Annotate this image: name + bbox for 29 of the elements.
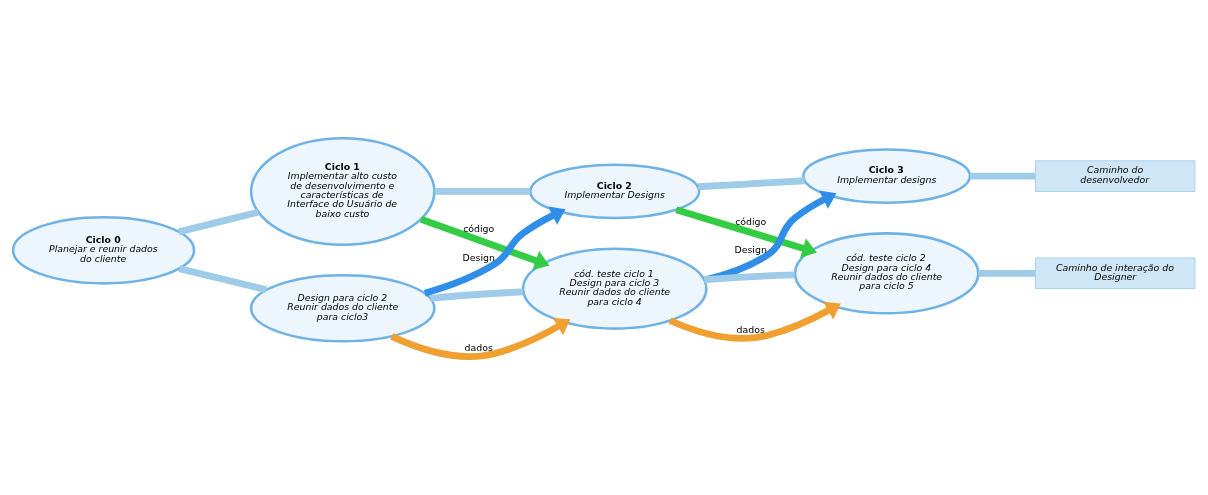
node-ellipse: cód. teste ciclo 2 Design para ciclo 4 Reunir dados do cliente para ciclo 5 — [793, 232, 980, 315]
arrow — [390, 317, 571, 360]
node-ellipse: Ciclo 0 Planejar e reunir dados do cliente — [11, 215, 196, 285]
connector — [429, 288, 524, 302]
edge-label: dados — [464, 341, 493, 353]
node-box: Caminho do desenvolvedor — [1035, 160, 1196, 192]
edge-label: Design — [734, 243, 767, 255]
edge-label: código — [735, 216, 767, 228]
edge-label: código — [463, 223, 495, 235]
connector — [703, 271, 796, 284]
arrow — [419, 216, 550, 271]
arrow — [423, 206, 566, 297]
edge-label: Design — [462, 252, 495, 264]
connector — [178, 208, 259, 236]
edge-label: dados — [736, 323, 765, 335]
node-ellipse: cód. teste ciclo 1 Design para ciclo 3 Reunir dados do cliente para ciclo 4 — [521, 247, 708, 330]
node-box: Caminho de interação do Designer — [1035, 257, 1196, 290]
node-ellipse: Ciclo 2 Implementar Designs — [529, 163, 701, 220]
node-ellipse: Ciclo 1 Implementar alto custo de desenvolvimento e características de Interface do Usuário de baixo custo — [249, 136, 436, 246]
arrow — [668, 301, 841, 342]
node-ellipse: Ciclo 3 Implementar designs — [802, 148, 972, 204]
connector — [697, 177, 805, 191]
arrow — [675, 206, 817, 258]
connector — [978, 269, 1036, 277]
connector — [178, 265, 268, 294]
arrow — [703, 190, 837, 284]
connector — [970, 172, 1036, 180]
connector — [434, 188, 531, 195]
node-ellipse: Design para ciclo 2 Reunir dados do cliente para ciclo3 — [249, 273, 436, 343]
